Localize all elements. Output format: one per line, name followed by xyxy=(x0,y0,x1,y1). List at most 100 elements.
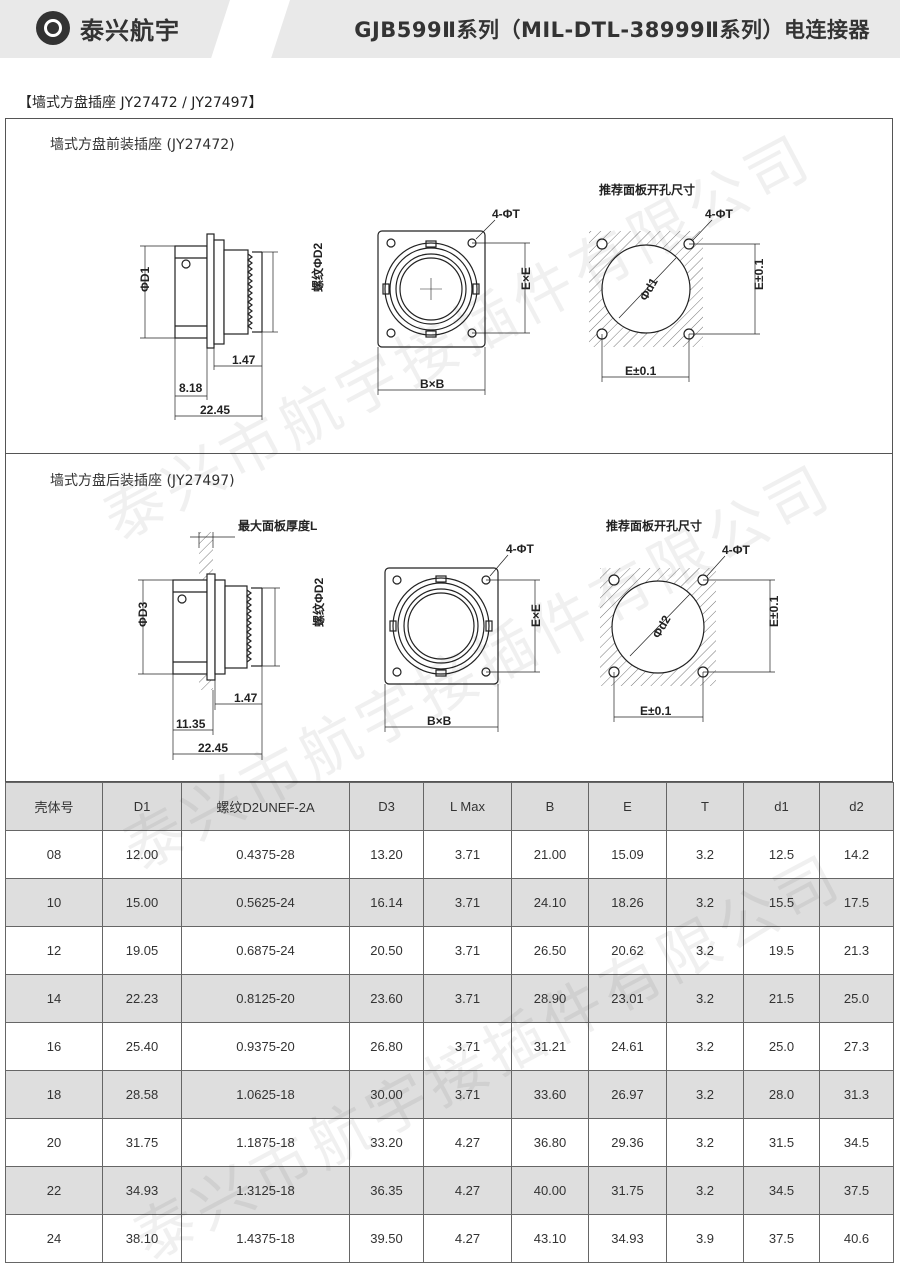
table-cell: 25.0 xyxy=(743,1022,820,1071)
table-cell: 40.6 xyxy=(819,1214,894,1263)
table-cell: 0.9375-20 xyxy=(181,1022,350,1071)
dim-thread-d2-rear: 螺纹ΦD2 xyxy=(311,577,326,627)
table-cell: 0.8125-20 xyxy=(181,974,350,1023)
col-header: T xyxy=(666,782,744,831)
table-cell: 4.27 xyxy=(423,1166,512,1215)
table-cell: 3.2 xyxy=(666,1118,744,1167)
table-cell: 1.1875-18 xyxy=(181,1118,350,1167)
table-cell: 26.80 xyxy=(349,1022,424,1071)
table-cell: 31.5 xyxy=(743,1118,820,1167)
page-header: 泰兴航宇 GJB599Ⅱ系列（MIL-DTL-38999Ⅱ系列）电连接器 xyxy=(0,0,900,58)
dim-d1: ΦD1 xyxy=(138,266,152,292)
table-cell: 08 xyxy=(5,830,103,879)
table-cell: 39.50 xyxy=(349,1214,424,1263)
front-face-view xyxy=(377,219,530,395)
table-cell: 14 xyxy=(5,974,103,1023)
rear-face-view xyxy=(384,554,540,732)
dim-d3: ΦD3 xyxy=(136,601,150,627)
page-title: GJB599Ⅱ系列（MIL-DTL-38999Ⅱ系列）电连接器 xyxy=(354,18,870,42)
table-cell: 0.4375-28 xyxy=(181,830,350,879)
table-cell: 21.3 xyxy=(819,926,894,975)
table-cell: 3.71 xyxy=(423,878,512,927)
dim-thread-d2: 螺纹ΦD2 xyxy=(310,242,325,292)
table-cell: 25.0 xyxy=(819,974,894,1023)
dim-4-phi-t-cutout-rear: 4-ΦT xyxy=(722,543,751,557)
table-cell: 34.5 xyxy=(743,1166,820,1215)
table-cell: 3.71 xyxy=(423,1022,512,1071)
col-header: D3 xyxy=(349,782,424,831)
front-side-view xyxy=(140,233,278,420)
dim-exe: E×E xyxy=(519,267,533,290)
table-cell: 31.75 xyxy=(102,1118,182,1167)
table-cell: 4.27 xyxy=(423,1118,512,1167)
table-cell: 3.2 xyxy=(666,1166,744,1215)
rear-panel-cutout xyxy=(600,555,775,722)
table-cell: 1.3125-18 xyxy=(181,1166,350,1215)
spec-table: 壳体号 D1 螺纹D2UNEF-2A D3 L Max B E T d1 d2 … xyxy=(5,782,894,1263)
table-cell: 3.2 xyxy=(666,1070,744,1119)
table-cell: 19.5 xyxy=(743,926,820,975)
table-cell: 16.14 xyxy=(349,878,424,927)
table-cell: 26.97 xyxy=(588,1070,667,1119)
col-header: 壳体号 xyxy=(5,782,103,831)
col-header: D1 xyxy=(102,782,182,831)
brand-logo: 泰兴航宇 xyxy=(36,8,180,48)
table-cell: 37.5 xyxy=(819,1166,894,1215)
table-cell: 33.20 xyxy=(349,1118,424,1167)
dim-1-47: 1.47 xyxy=(232,353,256,367)
table-cell: 36.35 xyxy=(349,1166,424,1215)
table-cell: 20.62 xyxy=(588,926,667,975)
dim-bxb: B×B xyxy=(420,377,445,391)
table-cell: 12 xyxy=(5,926,103,975)
dim-11-35: 11.35 xyxy=(176,717,206,731)
dim-e-tol-v-rear: E±0.1 xyxy=(767,595,781,627)
table-cell: 31.75 xyxy=(588,1166,667,1215)
recommended-cutout-label: 推荐面板开孔尺寸 xyxy=(599,182,695,197)
table-cell: 28.58 xyxy=(102,1070,182,1119)
table-cell: 19.05 xyxy=(102,926,182,975)
table-cell: 34.5 xyxy=(819,1118,894,1167)
table-cell: 18 xyxy=(5,1070,103,1119)
table-cell: 30.00 xyxy=(349,1070,424,1119)
panel-divider xyxy=(5,453,893,454)
section-label: 【墙式方盘插座 JY27472 / JY27497】 xyxy=(18,95,263,111)
front-panel-cutout xyxy=(589,219,760,382)
table-header-row: 壳体号 D1 螺纹D2UNEF-2A D3 L Max B E T d1 d2 xyxy=(5,782,894,831)
table-cell: 20 xyxy=(5,1118,103,1167)
dim-8-18: 8.18 xyxy=(179,381,203,395)
table-cell: 3.9 xyxy=(666,1214,744,1263)
table-cell: 1.0625-18 xyxy=(181,1070,350,1119)
table-cell: 24.61 xyxy=(588,1022,667,1071)
table-cell: 28.90 xyxy=(511,974,589,1023)
logo-mark-icon xyxy=(36,11,70,45)
table-cell: 12.5 xyxy=(743,830,820,879)
dim-22-45: 22.45 xyxy=(200,403,230,417)
col-header: d2 xyxy=(819,782,894,831)
table-cell: 31.3 xyxy=(819,1070,894,1119)
table-cell: 23.01 xyxy=(588,974,667,1023)
table-cell: 3.71 xyxy=(423,1070,512,1119)
table-cell: 3.71 xyxy=(423,926,512,975)
col-header: B xyxy=(511,782,589,831)
table-cell: 31.21 xyxy=(511,1022,589,1071)
table-cell: 24.10 xyxy=(511,878,589,927)
table-cell: 22.23 xyxy=(102,974,182,1023)
col-header: 螺纹D2UNEF-2A xyxy=(181,782,350,831)
table-cell: 40.00 xyxy=(511,1166,589,1215)
brand-name: 泰兴航宇 xyxy=(80,16,180,45)
table-cell: 3.71 xyxy=(423,830,512,879)
table-cell: 17.5 xyxy=(819,878,894,927)
dim-exe-rear: E×E xyxy=(529,604,543,627)
table-cell: 37.5 xyxy=(743,1214,820,1263)
table-cell: 3.71 xyxy=(423,974,512,1023)
table-cell: 20.50 xyxy=(349,926,424,975)
table-cell: 1.4375-18 xyxy=(181,1214,350,1263)
